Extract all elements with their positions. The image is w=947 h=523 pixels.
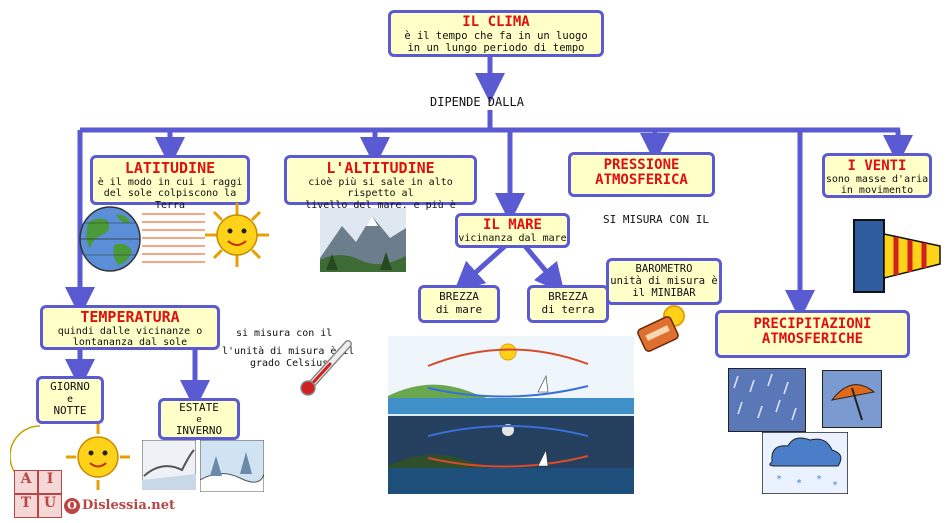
venti-desc-2: in movimento	[840, 185, 914, 197]
venti-title: I VENTI	[847, 158, 907, 174]
umbrella-icon	[822, 370, 882, 428]
venti-box: I VENTI sono masse d'aria in movimento	[822, 153, 932, 198]
logo-letter-u: U	[38, 494, 62, 518]
earth-globe-icon	[79, 206, 141, 272]
mare-title: IL MARE	[482, 217, 542, 233]
winter-icon	[200, 440, 264, 492]
svg-text:*: *	[832, 480, 838, 491]
arrow-brezza-terra	[523, 244, 565, 294]
clima-desc-2: in un lungo periodo di tempo	[407, 41, 585, 54]
pressione-title-1: PRESSIONE	[603, 157, 680, 173]
celsius-l1: si misura con il	[236, 328, 333, 339]
barometro-l1: BAROMETRO	[635, 263, 693, 275]
celsius-l3: grado Celsius	[250, 358, 329, 369]
temperatura-desc-1: quindi dalle vicinanze o	[57, 325, 203, 337]
logo-letter-a: A	[14, 470, 38, 494]
altitudine-desc-1: cioè più si sale in alto rispetto al	[308, 176, 453, 200]
precipitazioni-title-2: ATMOSFERICHE	[761, 330, 864, 347]
snow-cloud-icon: * * * *	[762, 432, 848, 494]
sea-breeze-diagram	[388, 336, 634, 494]
giorno-l2: e	[66, 393, 74, 405]
temperatura-desc-2: lontananza dal sole	[72, 337, 188, 349]
temperatura-box: TEMPERATURA quindi dalle vicinanze o lon…	[40, 305, 220, 350]
pressione-title-2: ATMOSFERICA	[595, 171, 688, 188]
thermometer-icon	[300, 340, 352, 396]
latitudine-desc-2: del sole colpiscono la Terra	[103, 188, 237, 211]
clima-box: IL CLIMA è il tempo che fa in un luogo i…	[388, 10, 604, 57]
mare-box: IL MARE vicinanza dal mare	[455, 213, 570, 248]
mare-desc: vicinanza dal mare	[458, 232, 567, 244]
brezza-terra-l1: BREZZA	[548, 290, 588, 303]
logo-letter-o: O	[64, 498, 80, 514]
rain-icon	[728, 368, 806, 432]
latitudine-title: LATITUDINE	[124, 159, 216, 177]
aitu-logo: A I T U O Dislessia.net	[12, 468, 175, 520]
giorno-l1: GIORNO	[50, 380, 90, 393]
precipitazioni-box: PRECIPITAZIONI ATMOSFERICHE	[715, 310, 910, 358]
barometro-l2: unità di misura è	[610, 275, 718, 288]
latitudine-desc-1: è il modo in cui i raggi	[97, 176, 243, 188]
brezza-mare-box: BREZZA di mare	[418, 285, 500, 323]
brezza-mare-l2: di mare	[435, 302, 483, 316]
estate-l2: e	[196, 414, 202, 425]
altitudine-title: L'ALTITUDINE	[326, 159, 435, 177]
clima-desc-1: è il tempo che fa in un luogo	[404, 29, 588, 42]
windsock-icon	[853, 219, 941, 293]
si-misura-label: SI MISURA CON IL	[603, 213, 709, 226]
barometro-l3: il MINIBAR	[632, 287, 696, 300]
logo-letter-t: T	[14, 494, 38, 518]
pressione-box: PRESSIONE ATMOSFERICA	[568, 152, 715, 197]
temperatura-title: TEMPERATURA	[80, 308, 180, 326]
giorno-box: GIORNO e NOTTE	[36, 376, 104, 424]
brezza-terra-l2: di terra	[541, 302, 595, 316]
brezza-terra-box: BREZZA di terra	[527, 285, 609, 323]
summer-icon	[142, 440, 196, 490]
clima-title: IL CLIMA	[462, 14, 530, 30]
barometro-box: BAROMETRO unità di misura è il MINIBAR	[606, 258, 722, 305]
svg-text:*: *	[796, 478, 802, 489]
estate-l1: ESTATE	[179, 401, 219, 414]
giorno-l3: NOTTE	[53, 404, 87, 418]
logo-letter-i: I	[38, 470, 62, 494]
arrow-brezza-mare	[453, 244, 507, 293]
dipende-label: DIPENDE DALLA	[430, 95, 524, 109]
celsius-l2: l'unità di misura è il	[222, 346, 355, 357]
sun-rays	[142, 213, 205, 263]
svg-text:*: *	[816, 474, 822, 485]
estate-l3: INVERNO	[175, 423, 223, 437]
estate-box: ESTATE e INVERNO	[158, 398, 240, 440]
precipitazioni-title-1: PRECIPITAZIONI	[753, 316, 872, 332]
latitudine-box: LATITUDINE è il modo in cui i raggi del …	[90, 155, 250, 211]
barometer-icon	[637, 305, 685, 352]
brezza-mare-l1: BREZZA	[439, 290, 479, 303]
venti-desc-1: sono masse d'aria	[825, 173, 929, 185]
mountain-icon	[320, 208, 406, 272]
logo-site-text: Dislessia.net	[82, 498, 175, 513]
altitudine-box: L'ALTITUDINE cioè più si sale in alto ri…	[284, 155, 477, 222]
svg-text:*: *	[776, 474, 782, 485]
sun-face-icon	[205, 203, 269, 267]
